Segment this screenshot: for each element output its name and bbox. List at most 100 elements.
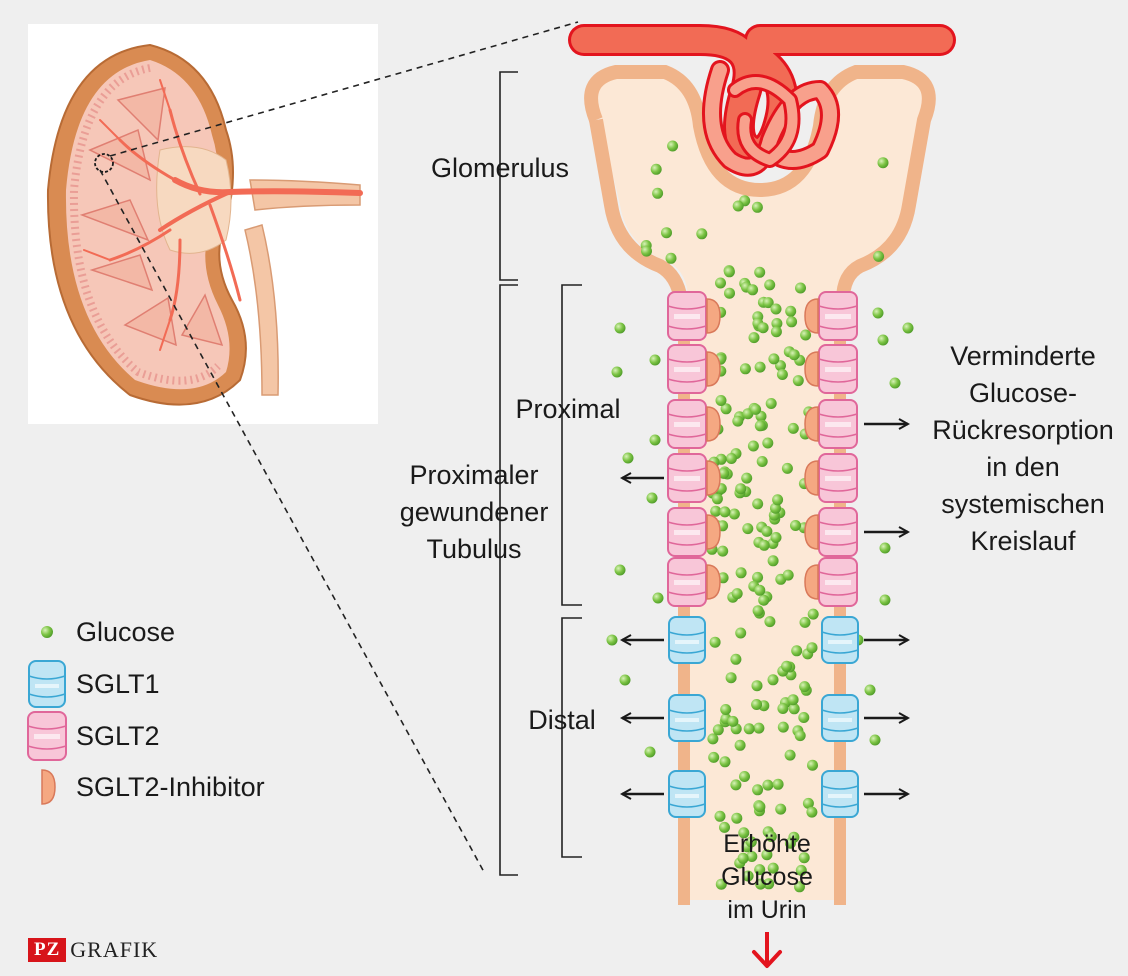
sglt2-inhibitor xyxy=(804,406,819,442)
glucose-dot xyxy=(614,564,626,576)
glucose-dot xyxy=(741,472,753,484)
legend-label-sglt2-inhibitor: SGLT2-Inhibitor xyxy=(76,771,265,802)
label-proximal-tubule: Proximaler gewundener Tubulus xyxy=(384,457,564,568)
glucose-dot xyxy=(735,483,747,495)
glucose-dot xyxy=(753,722,765,734)
glucose-dot xyxy=(777,703,789,714)
glucose-dot xyxy=(730,653,742,665)
sglt2-transporter xyxy=(818,557,858,607)
glucose-dot xyxy=(715,277,726,289)
glucose-dot xyxy=(767,555,779,567)
legend-label-glucose: Glucose xyxy=(76,616,176,647)
sglt2-inhibitor xyxy=(706,564,721,600)
glucose-dot xyxy=(652,592,664,604)
glucose-dot xyxy=(784,837,796,849)
glucose-dot xyxy=(787,422,799,434)
sglt2-transporter xyxy=(818,344,858,394)
glucose-dot xyxy=(770,326,782,338)
glucose-dot xyxy=(761,525,773,537)
label-distal: Distal xyxy=(528,705,596,735)
label-proximal: Proximal xyxy=(515,394,621,424)
glucose-dot xyxy=(788,349,800,361)
glucose-dot xyxy=(728,508,740,520)
glucose-dot xyxy=(715,395,727,406)
sglt2-transporter xyxy=(667,557,707,607)
glucose-dot xyxy=(752,605,764,617)
glucose-dot xyxy=(770,532,782,543)
urine-arrow xyxy=(752,932,782,968)
sglt2-inhibitor xyxy=(706,406,721,442)
glucose-dot xyxy=(775,803,787,815)
sglt2-transporter-icon xyxy=(24,711,70,761)
glucose-dot xyxy=(768,353,780,365)
brand-logo: PZ GRAFIK xyxy=(28,937,158,962)
glucose-dot xyxy=(650,163,662,175)
glucose-dot xyxy=(730,779,742,791)
sglt1-transporter xyxy=(821,770,859,818)
glucose-dot xyxy=(762,779,774,791)
sglt2-transporter xyxy=(667,344,707,394)
sglt2-transporter xyxy=(667,291,707,341)
legend-item-sglt2: SGLT2 xyxy=(24,711,160,761)
glucose-dot xyxy=(802,797,814,809)
legend-item-sglt2-inhibitor: SGLT2-Inhibitor xyxy=(24,762,265,812)
glucose-dot xyxy=(873,250,885,262)
glucose-dot xyxy=(765,831,777,842)
glucose-dot xyxy=(724,287,735,299)
glucose-dot xyxy=(747,440,759,452)
glucose-dot xyxy=(799,616,811,628)
bracket-glomerulus xyxy=(499,71,518,281)
glucose-dot xyxy=(735,627,747,639)
sglt2-inhibitor xyxy=(804,351,819,387)
glucose-dot xyxy=(742,870,754,882)
sglt2-transporter xyxy=(818,507,858,557)
glucose-dot xyxy=(649,434,661,446)
label-reabsorption-line-1: Verminderte xyxy=(950,341,1096,371)
glucose-dot xyxy=(665,252,677,264)
label-urine-line-1: Erhöhte xyxy=(723,830,811,858)
glucose-dot xyxy=(708,751,720,763)
legend-item-glucose: Glucose xyxy=(24,607,175,657)
glucose-dot xyxy=(785,305,797,317)
glucose-dot xyxy=(754,801,766,813)
glucose-dot xyxy=(771,318,783,329)
glucose-dot xyxy=(732,415,744,427)
glucose-dot xyxy=(712,724,724,736)
label-urine-line-3: im Urin xyxy=(727,896,807,924)
glucose-dot xyxy=(782,569,794,581)
sglt1-transporter-icon xyxy=(24,660,70,708)
sglt2-inhibitor xyxy=(804,460,819,496)
glucose-dot xyxy=(792,375,804,387)
glucose-particles xyxy=(606,140,914,893)
glucose-dot xyxy=(606,634,618,646)
glomerulus-vessels xyxy=(568,24,956,177)
glucose-dot xyxy=(800,329,812,341)
glucose-dot xyxy=(720,704,732,715)
sglt2-transporter xyxy=(667,399,707,449)
glucose-dot xyxy=(747,284,759,296)
glucose-dot xyxy=(732,200,744,212)
glucose-dot xyxy=(717,545,729,557)
bracket-proximal-tubule xyxy=(499,284,518,876)
tubule xyxy=(584,65,936,905)
sglt2-inhibitor xyxy=(804,298,819,334)
glucose-dot xyxy=(754,584,766,596)
glucose-dot xyxy=(757,322,769,334)
glucose-dot xyxy=(754,266,766,278)
sglt1-transporter xyxy=(668,694,706,742)
sglt2-inhibitor xyxy=(706,460,721,496)
glucose-dot xyxy=(781,462,793,474)
glucose-dot xyxy=(787,694,799,706)
glucose-dot xyxy=(767,674,779,686)
sglt2-transporter xyxy=(667,453,707,503)
glucose-dot xyxy=(622,452,634,464)
glucose-dot xyxy=(754,864,766,876)
sglt2-inhibitor xyxy=(706,298,721,334)
legend-item-sglt1: SGLT1 xyxy=(24,659,160,709)
glucose-dot xyxy=(719,821,730,833)
glucose-dot xyxy=(754,361,766,373)
glucose-dot xyxy=(734,739,746,751)
glucose-dot xyxy=(743,723,755,735)
glucose-dot xyxy=(727,715,739,727)
label-proximal-tubule-line-2: gewundener xyxy=(399,497,549,527)
